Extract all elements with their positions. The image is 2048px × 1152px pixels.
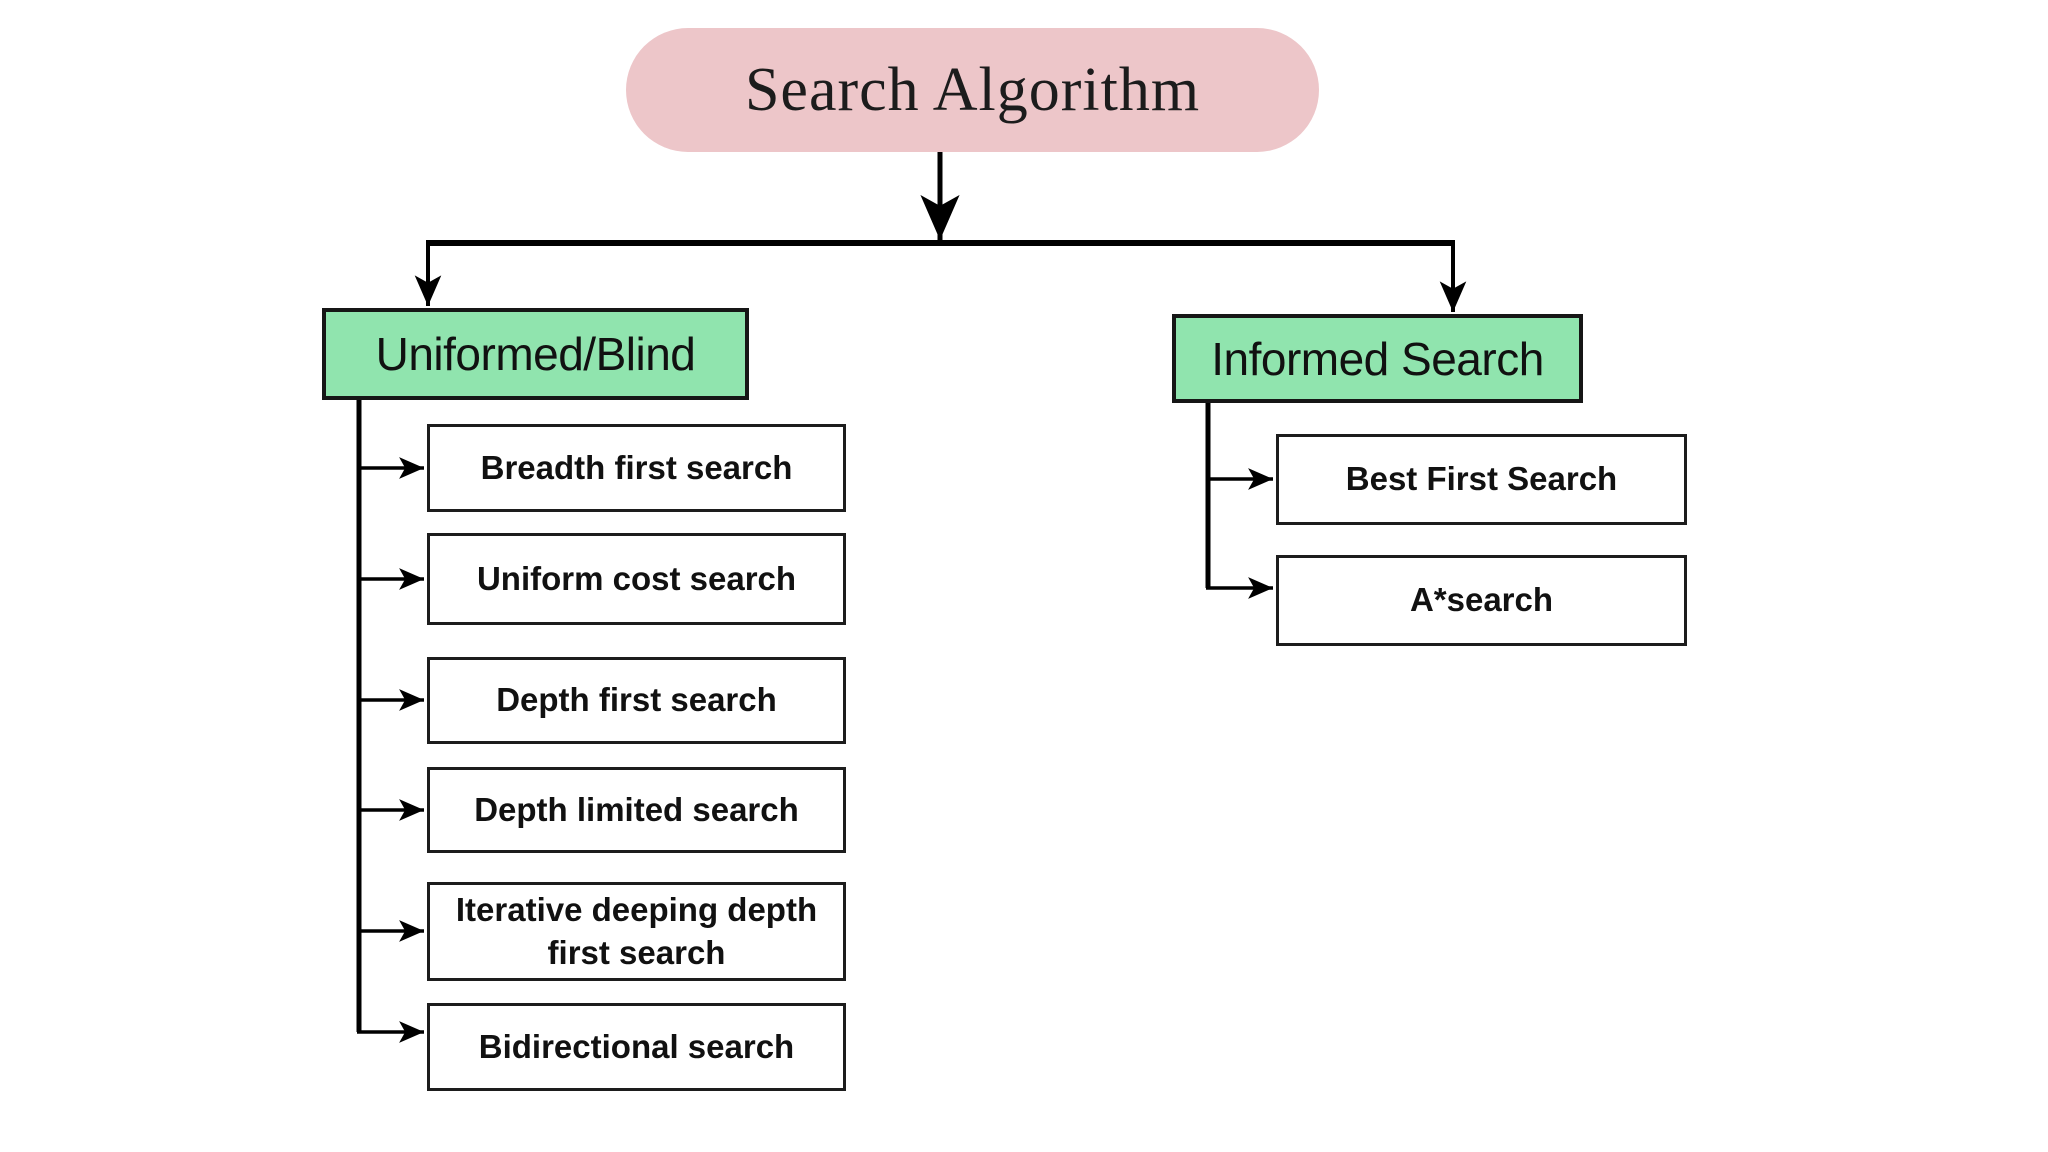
leaf-node-breadth-first-search: Breadth first search bbox=[427, 424, 846, 512]
leaf-label: Iterative deeping depth first search bbox=[455, 891, 818, 971]
leaf-label: Uniform cost search bbox=[476, 559, 797, 597]
root-node-search-algorithm: Search Algorithm bbox=[626, 28, 1319, 152]
leaf-label: Breadth first search bbox=[480, 448, 793, 486]
leaf-node-depth-first-search: Depth first search bbox=[427, 657, 846, 744]
leaf-label: Bidirectional search bbox=[478, 1027, 795, 1065]
leaf-node-a-star-search: A*search bbox=[1276, 555, 1687, 646]
root-node-label: Search Algorithm bbox=[744, 55, 1201, 124]
branch-informed-label: Informed Search bbox=[1211, 332, 1544, 385]
leaf-node-depth-limited-search: Depth limited search bbox=[427, 767, 846, 853]
leaf-label: A*search bbox=[1409, 581, 1554, 619]
leaf-node-bidirectional-search: Bidirectional search bbox=[427, 1003, 846, 1091]
leaf-label: Best First Search bbox=[1345, 460, 1618, 498]
branch-uninformed-label: Uniformed/Blind bbox=[375, 328, 696, 380]
leaf-node-uniform-cost-search: Uniform cost search bbox=[427, 533, 846, 625]
leaf-node-iterative-deeping-depth-first-search: Iterative deeping depth first search bbox=[427, 882, 846, 981]
leaf-label: Depth first search bbox=[496, 681, 777, 719]
branch-node-uninformed-blind: Uniformed/Blind bbox=[322, 308, 749, 400]
leaf-node-best-first-search: Best First Search bbox=[1276, 434, 1687, 525]
leaf-label: Depth limited search bbox=[474, 790, 799, 828]
branch-node-informed-search: Informed Search bbox=[1172, 314, 1583, 403]
